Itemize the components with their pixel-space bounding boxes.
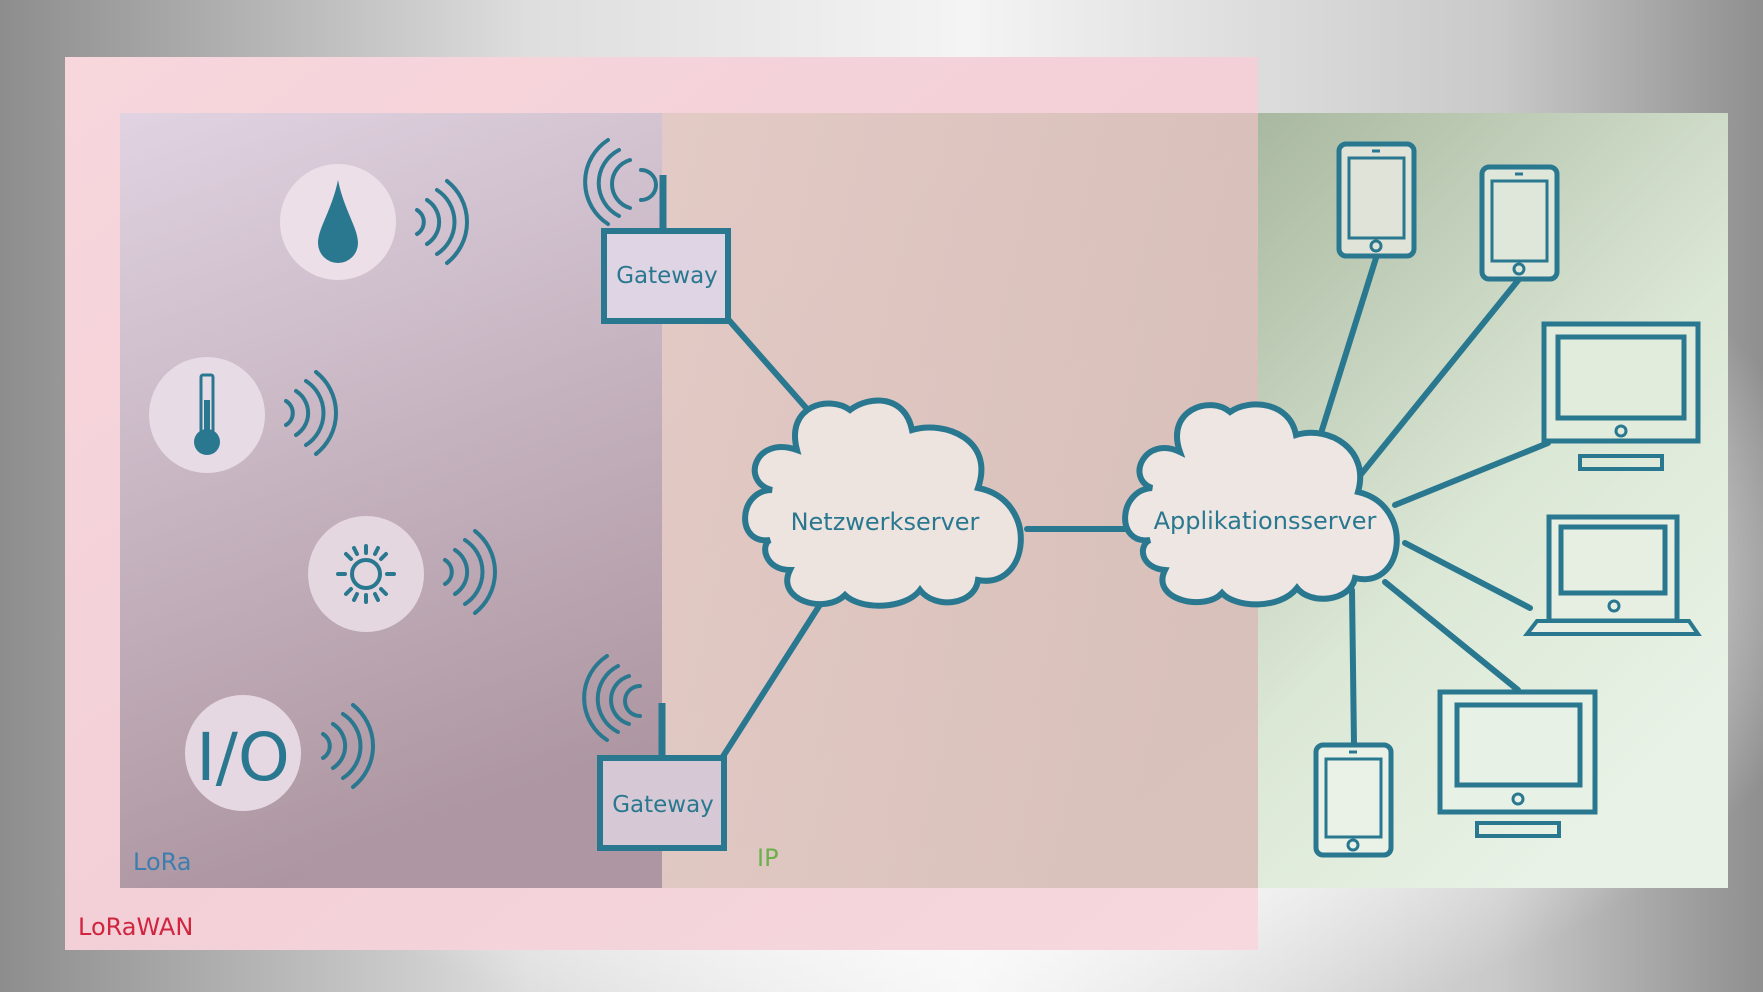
lorawan-zone-label: LoRaWAN xyxy=(78,913,193,941)
tablet-icon xyxy=(1336,141,1417,259)
gateway-bottom-link xyxy=(719,597,826,761)
water-drop-icon xyxy=(318,180,358,263)
device-tablet-3 xyxy=(1313,742,1394,858)
device-laptop xyxy=(1522,514,1702,636)
sun-icon xyxy=(336,544,396,604)
network-server-cloud: Netzwerkserver xyxy=(742,397,1024,609)
wireless-signal-icon xyxy=(321,703,376,789)
wireless-signal-icon xyxy=(582,654,642,742)
monitor-icon xyxy=(1541,321,1701,471)
device-link-monitor-2 xyxy=(1382,579,1521,693)
gateway-bottom: Gateway xyxy=(582,654,727,851)
wireless-signal-icon xyxy=(415,179,470,265)
connection-lines xyxy=(719,255,1551,761)
application-server-cloud: Applikationsserver xyxy=(1122,401,1400,608)
laptop-icon xyxy=(1522,514,1702,636)
device-link-tablet-1 xyxy=(1319,255,1379,433)
thermometer-icon xyxy=(194,373,220,455)
sensor-io: I/O xyxy=(185,695,376,811)
application-server-label: Applikationsserver xyxy=(1154,507,1377,535)
monitor-icon xyxy=(1437,689,1598,838)
lora-zone-label: LoRa xyxy=(133,848,192,876)
device-tablet-2 xyxy=(1479,164,1560,282)
tablet-icon xyxy=(1313,742,1394,858)
gateway-top: Gateway xyxy=(583,138,731,324)
io-icon: I/O xyxy=(196,719,290,796)
sensor-light xyxy=(308,516,498,632)
cloud-icon xyxy=(1122,401,1400,608)
wireless-signal-icon xyxy=(284,370,339,456)
device-link-monitor-1 xyxy=(1392,440,1551,508)
device-tablet-1 xyxy=(1336,141,1417,259)
device-monitor-2 xyxy=(1437,689,1598,838)
device-link-tablet-3 xyxy=(1349,587,1357,748)
device-link-laptop xyxy=(1402,540,1533,611)
gateway-bottom-label: Gateway xyxy=(612,792,714,818)
sensor-humidity xyxy=(280,164,470,280)
sensor-temperature xyxy=(149,357,339,473)
device-link-tablet-2 xyxy=(1355,275,1523,481)
tablet-icon xyxy=(1479,164,1560,282)
network-server-label: Netzwerkserver xyxy=(791,508,980,536)
gateway-top-label: Gateway xyxy=(616,263,718,289)
device-monitor-1 xyxy=(1541,321,1701,471)
ip-zone-label: IP xyxy=(757,844,779,872)
gateway-box xyxy=(597,755,727,851)
wireless-signal-icon xyxy=(583,138,658,226)
wireless-signal-icon xyxy=(443,529,498,615)
gateway-top-link xyxy=(724,315,818,421)
gateway-box xyxy=(601,228,731,324)
cloud-icon xyxy=(742,397,1024,609)
